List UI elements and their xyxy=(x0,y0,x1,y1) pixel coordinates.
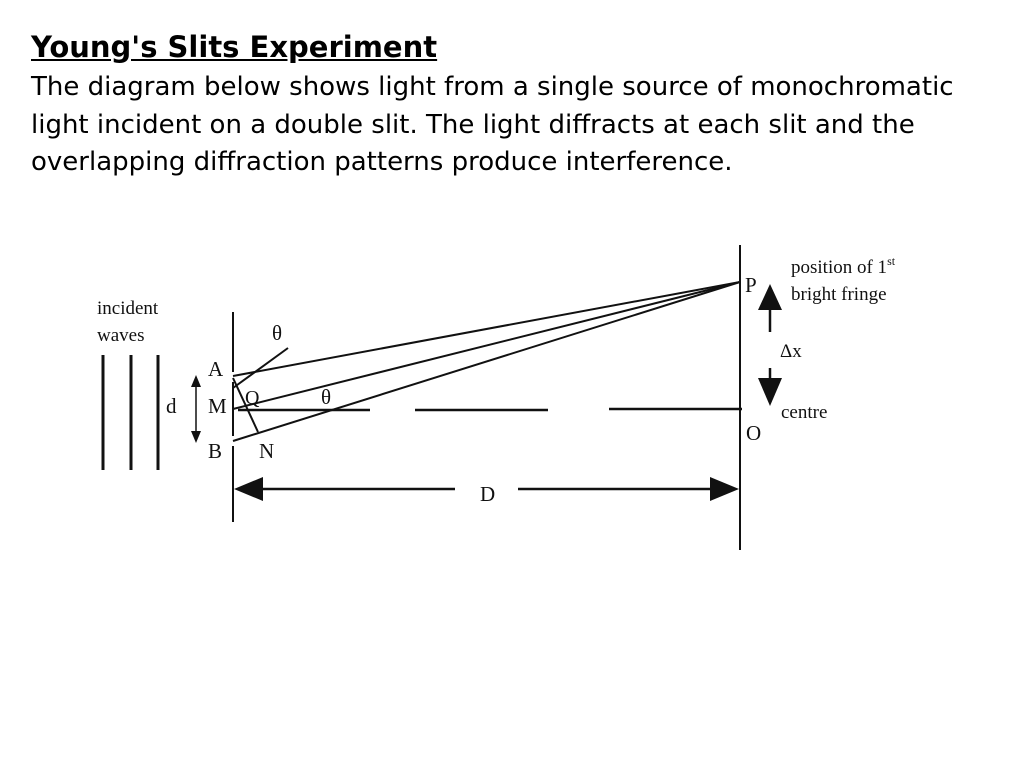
point-A-label: A xyxy=(208,357,224,381)
description-paragraph: The diagram below shows light from a sin… xyxy=(31,72,954,177)
perpendicular-line-AN xyxy=(232,377,259,433)
position-of-text: position of 1 xyxy=(791,257,887,278)
angle-marker-line xyxy=(232,347,289,389)
point-P-label: P xyxy=(745,273,757,297)
first-bright-fringe-label-line2: bright fringe xyxy=(791,284,887,305)
distance-D-label: D xyxy=(480,482,495,506)
first-bright-fringe-label-line1: position of 1st xyxy=(791,254,896,278)
point-N-label: N xyxy=(259,439,274,463)
d-arrow-head-top xyxy=(191,375,201,387)
centre-label: centre xyxy=(781,402,827,423)
ray-from-A xyxy=(232,281,741,377)
ray-from-M xyxy=(232,281,741,410)
theta-lower-label: θ xyxy=(321,385,331,409)
D-arrow-head-left xyxy=(234,477,263,501)
point-B-label: B xyxy=(208,439,222,463)
d-arrow-head-bottom xyxy=(191,431,201,443)
point-Q-label: Q xyxy=(245,387,260,409)
delta-x-arrow-head-bottom xyxy=(758,378,782,406)
incident-waves-label-line1: incident xyxy=(97,298,159,319)
superscript-st: st xyxy=(887,254,896,268)
point-O-label: O xyxy=(746,421,761,445)
delta-x-arrow-head-top xyxy=(758,284,782,310)
theta-upper-label: θ xyxy=(272,321,282,345)
delta-x-label: Δx xyxy=(780,341,802,362)
incident-waves-label-line2: waves xyxy=(97,325,144,346)
D-arrow-head-right xyxy=(710,477,739,501)
page-title: Young's Slits Experiment xyxy=(31,30,438,64)
slit-separation-d-label: d xyxy=(166,394,177,418)
point-M-label: M xyxy=(208,394,227,418)
ray-from-B xyxy=(232,281,741,442)
